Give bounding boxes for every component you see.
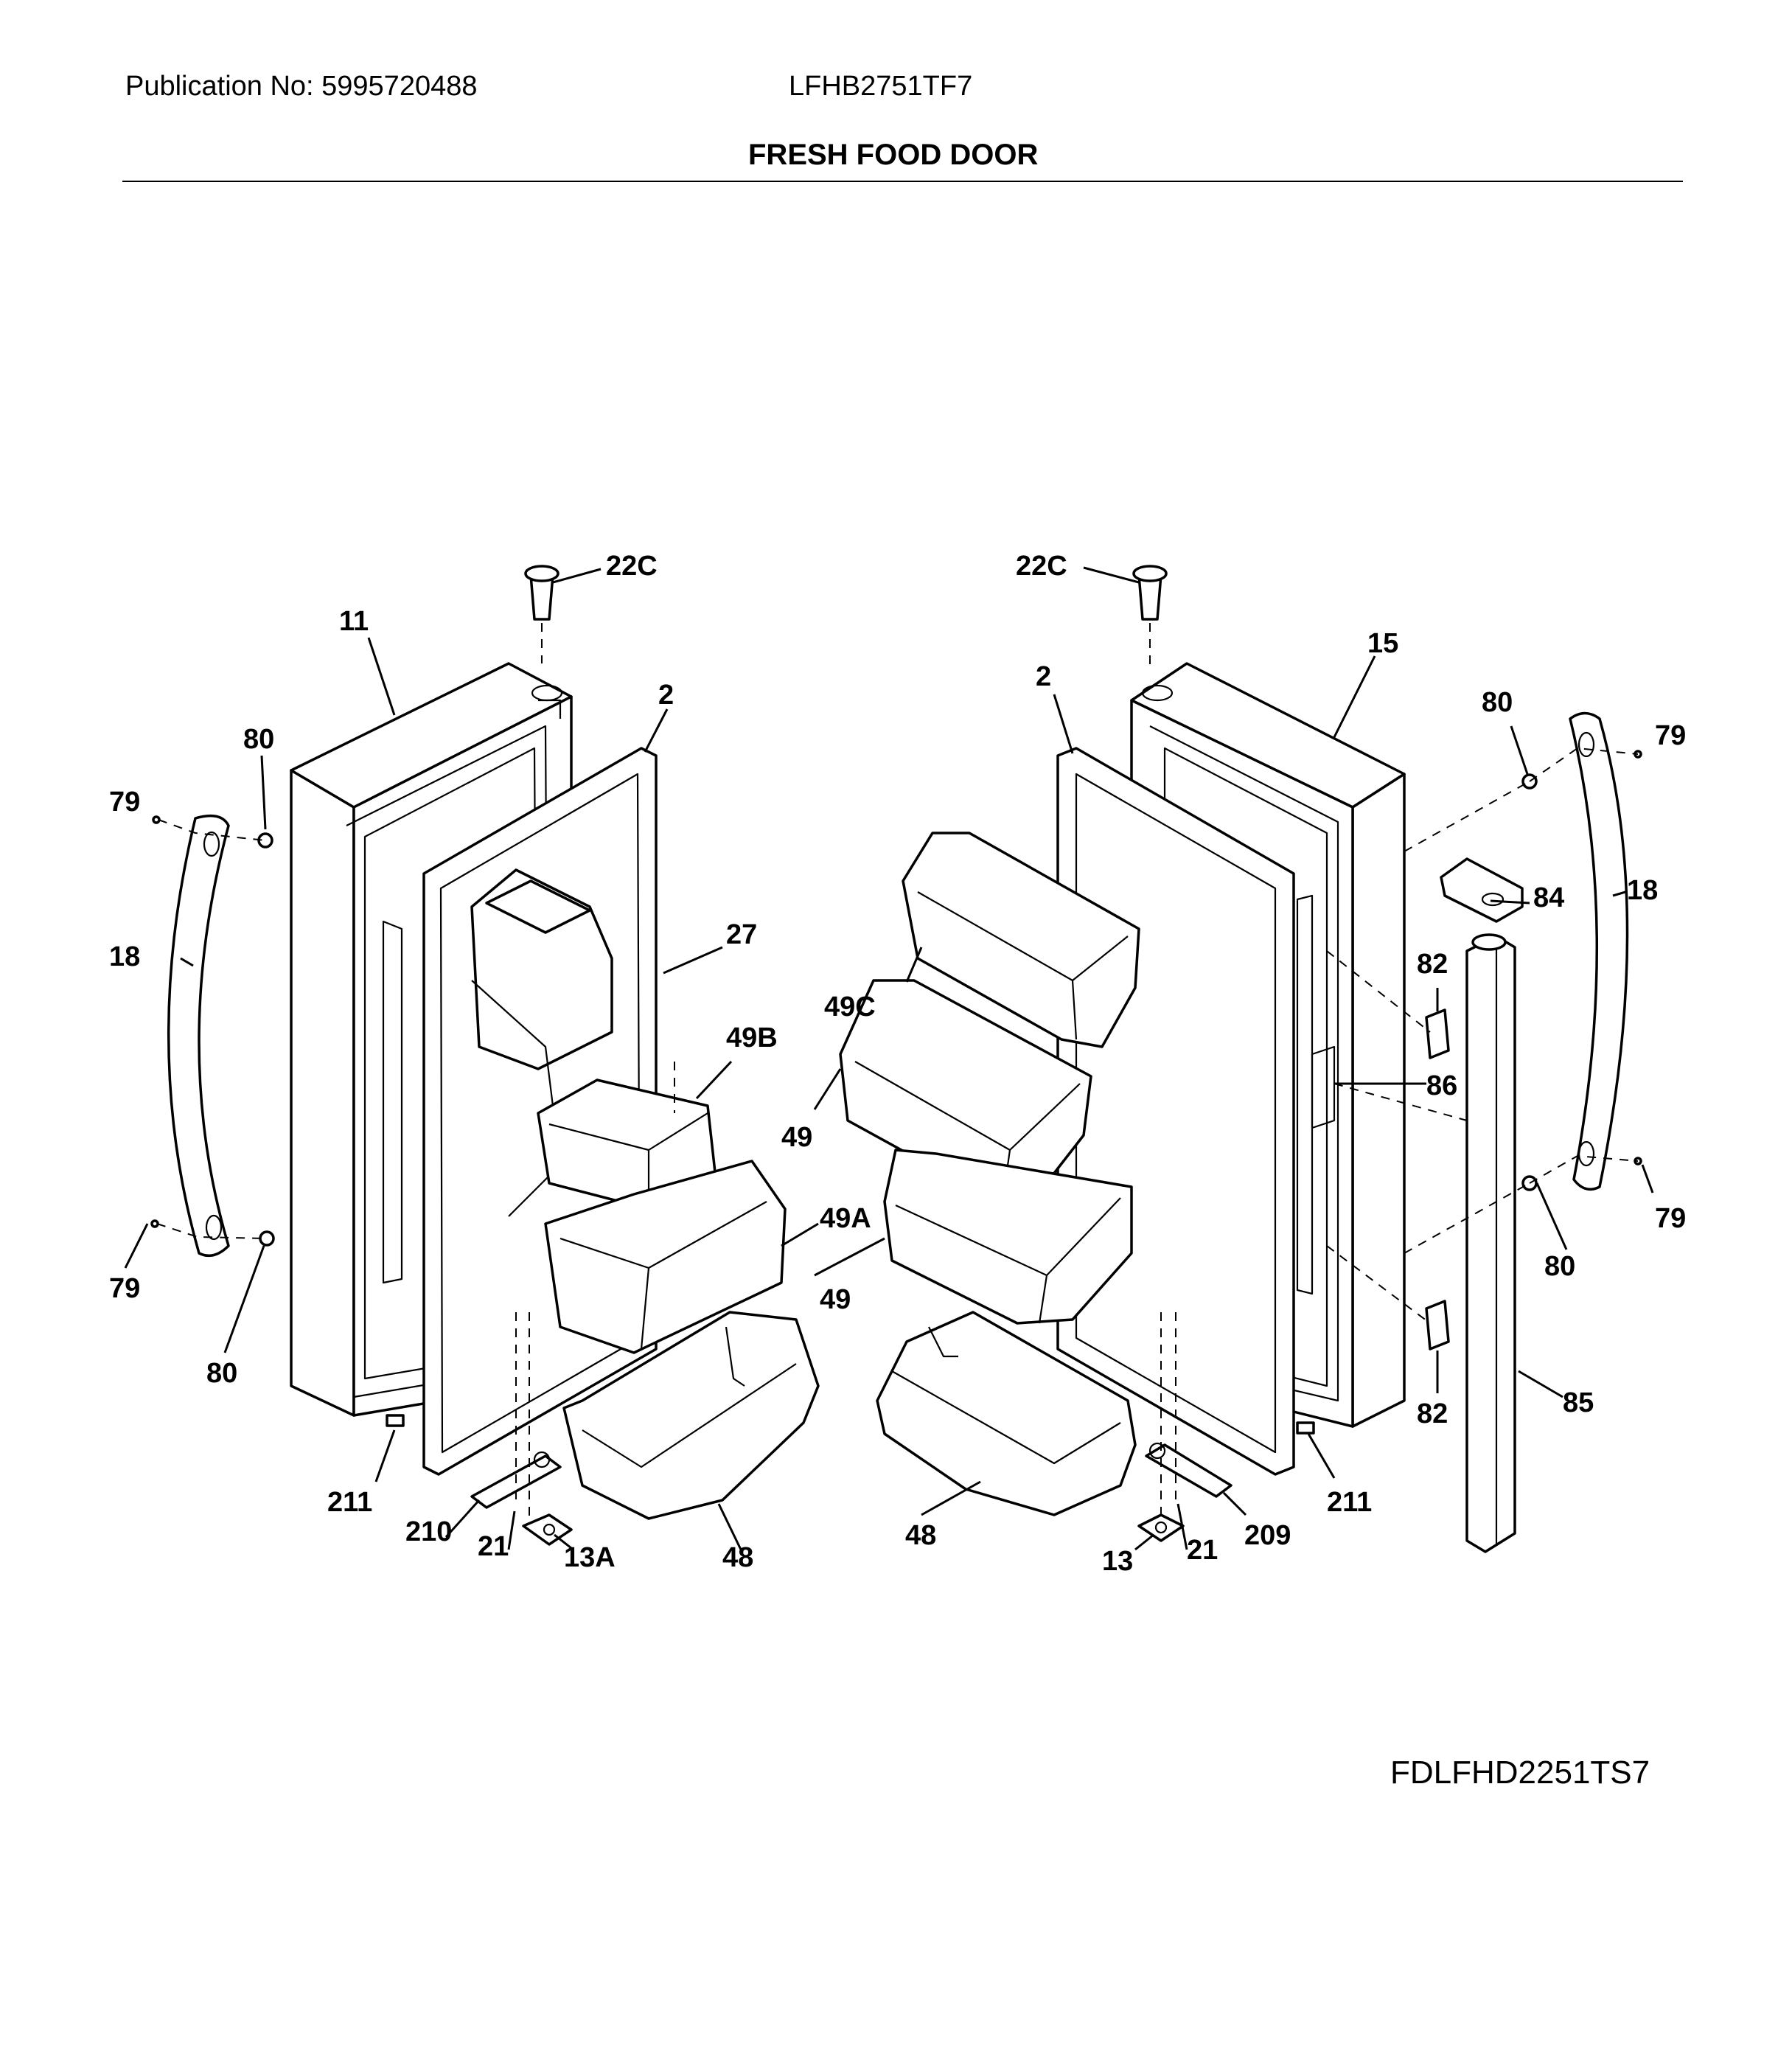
hinge-cover-13a xyxy=(522,1513,573,1546)
callout-80-upper-left: 80 xyxy=(243,724,274,755)
page-title: FRESH FOOD DOOR xyxy=(748,139,1039,171)
callout-80-upper-right: 80 xyxy=(1482,687,1513,718)
callout-11: 11 xyxy=(339,606,369,637)
header-divider xyxy=(122,181,1683,182)
leader-lines xyxy=(124,566,1654,1551)
callout-79-lower-left: 79 xyxy=(109,1273,140,1304)
hinge-209 xyxy=(1145,1442,1233,1498)
callout-85: 85 xyxy=(1563,1387,1594,1418)
diagram-code: FDLFHD2251TS7 xyxy=(1390,1754,1650,1791)
clip-82-lower xyxy=(1425,1300,1450,1351)
callout-82-lower: 82 xyxy=(1417,1398,1448,1429)
handle-18-left xyxy=(167,814,230,1258)
door-bin-49c xyxy=(902,832,1140,1048)
callout-79-upper-right: 79 xyxy=(1655,720,1686,751)
fastener-211-left xyxy=(386,1414,405,1427)
callout-22c-right: 22C xyxy=(1016,551,1067,582)
callout-48-right: 48 xyxy=(905,1520,936,1551)
cap-22c-right xyxy=(1132,565,1168,621)
callout-2-left: 2 xyxy=(658,680,674,711)
callout-49c: 49C xyxy=(824,992,876,1022)
hinge-cover-13 xyxy=(1137,1513,1185,1542)
callout-80-lower-left: 80 xyxy=(206,1358,237,1389)
publication-number: Publication No: 5995720488 xyxy=(125,71,478,102)
door-bin-48-right xyxy=(876,1311,1137,1516)
cap-22c-left xyxy=(524,565,559,621)
handle-18-right xyxy=(1569,711,1629,1191)
callout-211-right: 211 xyxy=(1327,1487,1372,1518)
callout-22c-left: 22C xyxy=(606,551,658,582)
callout-49a: 49A xyxy=(820,1203,871,1234)
bracket-84 xyxy=(1440,857,1524,923)
callout-49-lower: 49 xyxy=(820,1284,851,1315)
callout-27: 27 xyxy=(726,919,757,950)
callout-13: 13 xyxy=(1102,1546,1133,1577)
mounting-screws-right xyxy=(1521,750,1642,1191)
callout-49-upper: 49 xyxy=(781,1122,812,1153)
callout-18-right: 18 xyxy=(1627,875,1658,906)
trim-85 xyxy=(1465,933,1516,1553)
callout-49b: 49B xyxy=(726,1022,778,1053)
model-number: LFHB2751TF7 xyxy=(789,71,973,102)
callout-86: 86 xyxy=(1426,1070,1457,1101)
callout-2-right: 2 xyxy=(1036,661,1051,692)
callout-210: 210 xyxy=(405,1516,452,1547)
clip-82-upper xyxy=(1425,1008,1450,1059)
callout-211-left: 211 xyxy=(327,1487,372,1518)
callout-79-lower-right: 79 xyxy=(1655,1203,1686,1234)
callout-84: 84 xyxy=(1533,882,1564,913)
callout-15: 15 xyxy=(1367,628,1398,659)
callout-82-upper: 82 xyxy=(1417,949,1448,980)
callout-18-left: 18 xyxy=(109,941,140,972)
callout-21-right: 21 xyxy=(1187,1535,1218,1566)
callout-48-left: 48 xyxy=(722,1542,753,1573)
callout-21-left: 21 xyxy=(478,1531,509,1562)
fastener-211-right xyxy=(1296,1421,1315,1435)
callout-80-lower-right: 80 xyxy=(1544,1251,1575,1282)
callout-209: 209 xyxy=(1244,1520,1291,1551)
callout-79-upper-left: 79 xyxy=(109,787,140,818)
ice-chute-housing xyxy=(470,868,613,1217)
door-bin-48-left xyxy=(562,1311,820,1520)
door-bin-49-lower xyxy=(883,1149,1133,1325)
callout-13a: 13A xyxy=(564,1542,616,1573)
mounting-screws-left xyxy=(150,815,275,1247)
